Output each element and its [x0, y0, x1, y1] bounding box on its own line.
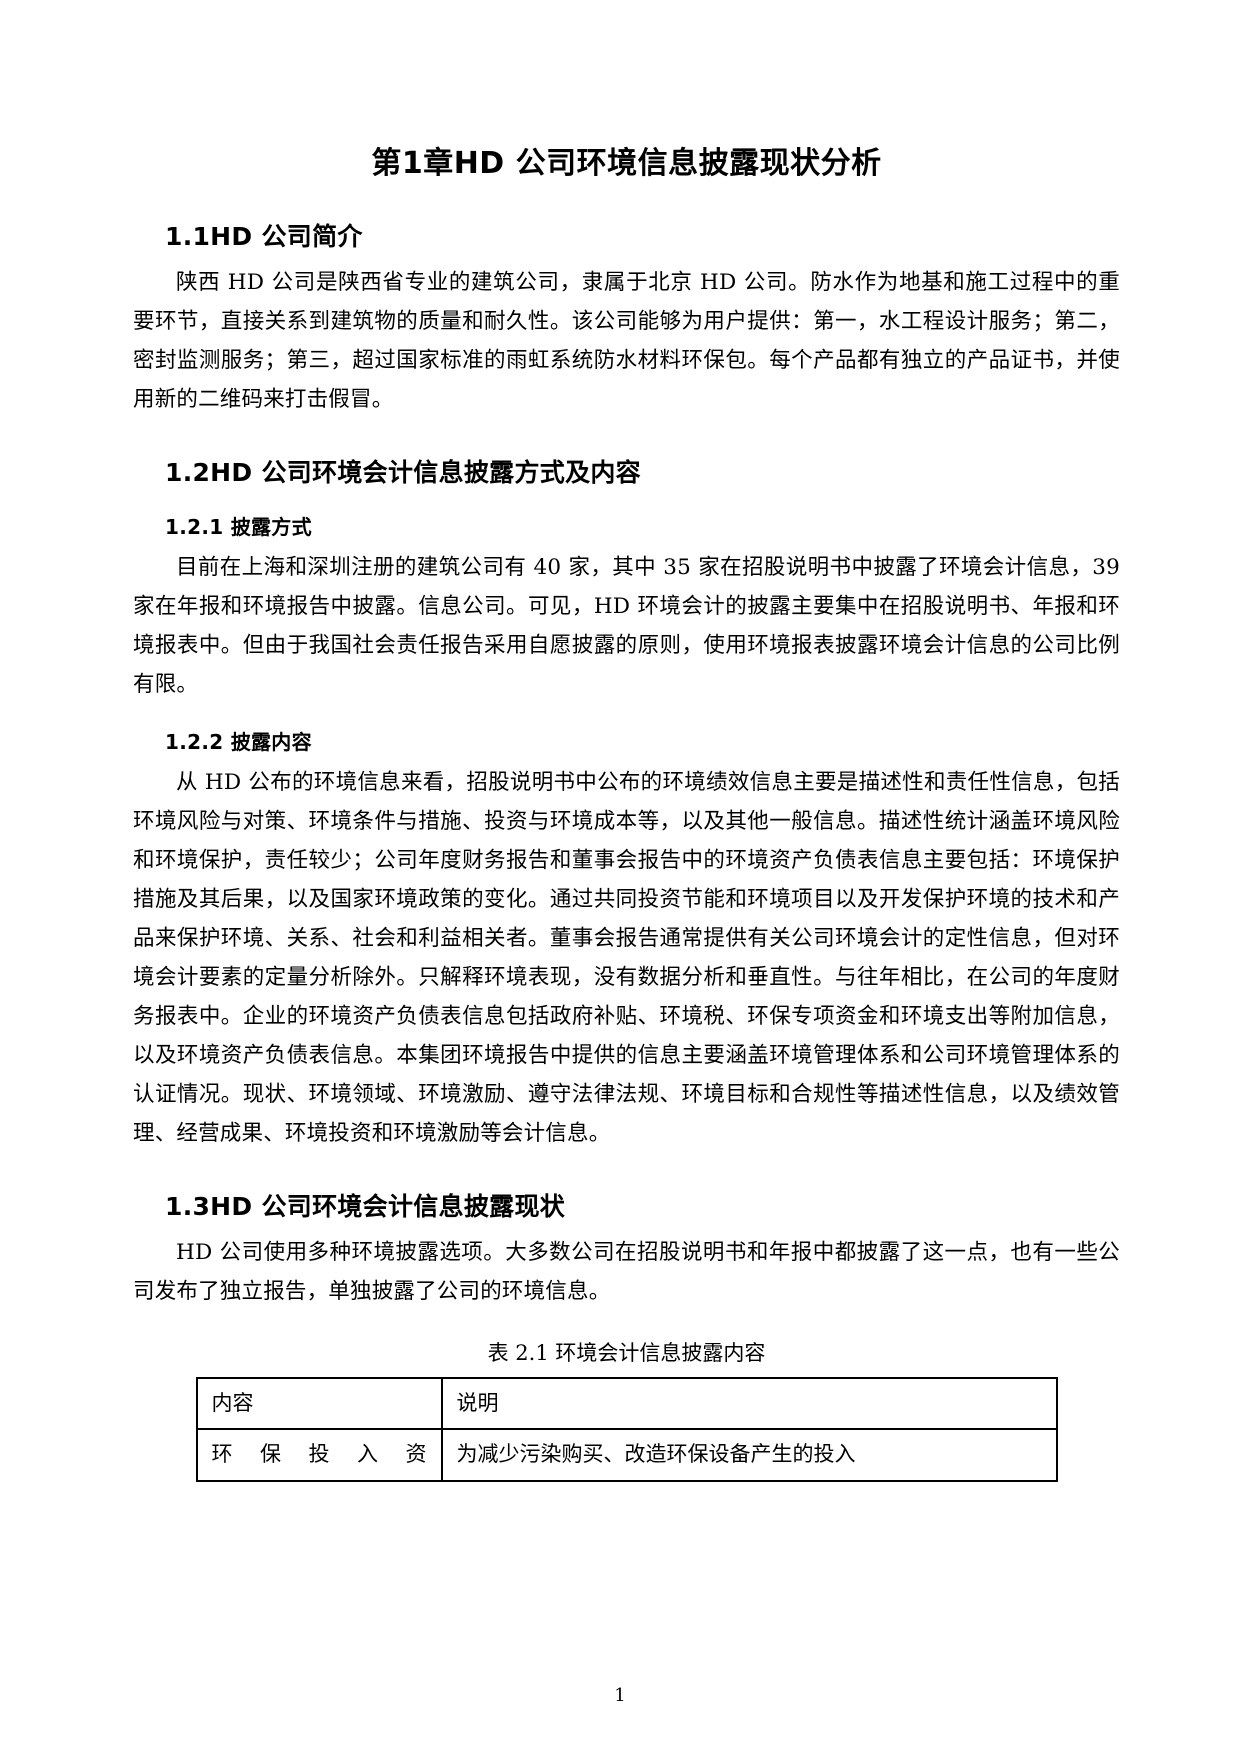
page-title: 第1章HD 公司环境信息披露现状分析	[371, 146, 882, 181]
disclosure-content-table: 内容 说明 环保投入资 为减少污染购买、改造环保设备产生的投入	[195, 1376, 1058, 1482]
table-header-content: 内容	[195, 1376, 443, 1431]
paragraph-disclosure-status: HD 公司使用多种环境披露选项。大多数公司在招股说明书和年报中都披露了这一点，也…	[133, 1240, 1120, 1304]
table-cell-description: 为减少污染购买、改造环保设备产生的投入	[440, 1428, 1058, 1482]
page-number: 1	[614, 1685, 626, 1706]
table-cell-content: 环保投入资	[195, 1428, 443, 1482]
table-caption: 表 2.1 环境会计信息披露内容	[487, 1341, 766, 1365]
section-heading-1-1: 1.1HD 公司简介	[165, 222, 363, 251]
paragraph-disclosure-content: 从 HD 公布的环境信息来看，招股说明书中公布的环境绩效信息主要是描述性和责任性…	[133, 770, 1120, 1146]
paragraph-disclosure-method: 目前在上海和深圳注册的建筑公司有 40 家，其中 35 家在招股说明书中披露了环…	[133, 555, 1120, 697]
paragraph-company-intro: 陕西 HD 公司是陕西省专业的建筑公司，隶属于北京 HD 公司。防水作为地基和施…	[133, 270, 1120, 412]
table-header-row: 内容 说明	[195, 1376, 1058, 1431]
table-header-description: 说明	[440, 1376, 1058, 1431]
table-row: 环保投入资 为减少污染购买、改造环保设备产生的投入	[195, 1428, 1058, 1482]
subsection-heading-1-2-1: 1.2.1 披露方式	[165, 515, 312, 539]
section-heading-1-2: 1.2HD 公司环境会计信息披露方式及内容	[165, 458, 641, 487]
subsection-heading-1-2-2: 1.2.2 披露内容	[165, 730, 312, 754]
section-heading-1-3: 1.3HD 公司环境会计信息披露现状	[165, 1192, 566, 1221]
